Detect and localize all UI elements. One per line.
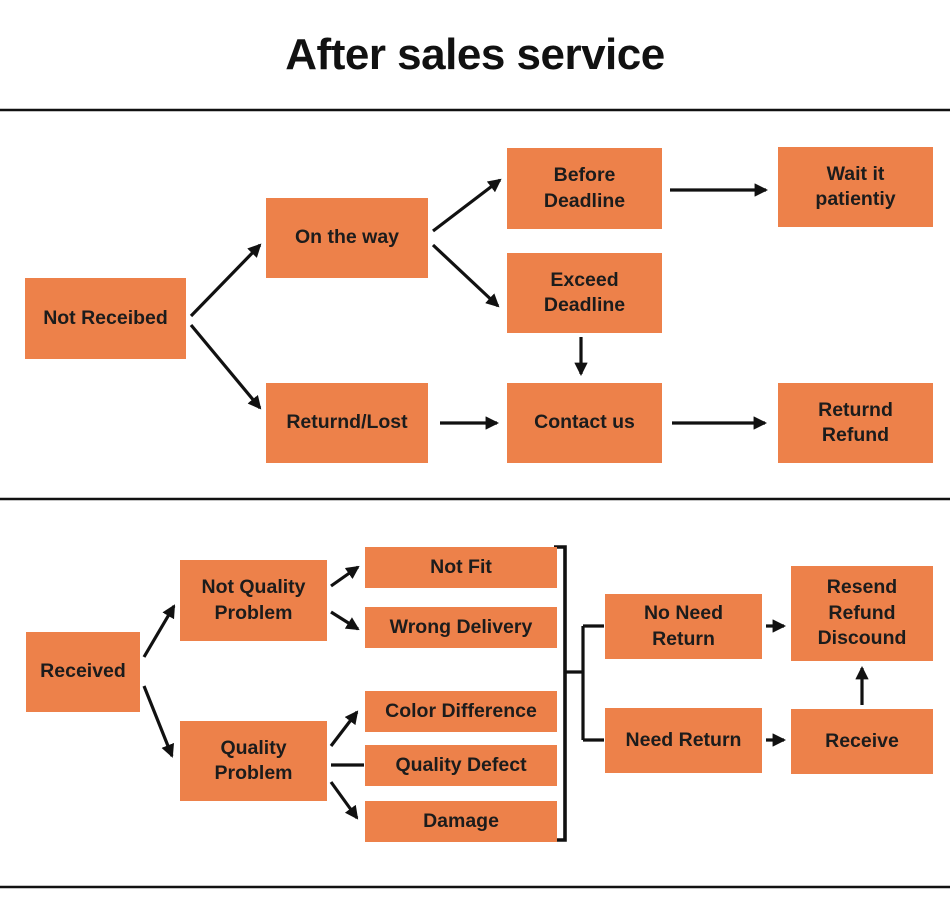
arrow-not-quality-problem-to-wrong-delivery bbox=[330, 610, 360, 631]
arrow-not-quality-problem-to-not-fit bbox=[330, 565, 360, 588]
arrow-on-the-way-to-exceed-deadline bbox=[431, 243, 500, 308]
node-on-the-way: On the way bbox=[266, 198, 428, 278]
node-label: Not Receibed bbox=[43, 306, 168, 329]
node-label: Not Fit bbox=[430, 555, 492, 578]
node-not-fit: Not Fit bbox=[365, 547, 557, 588]
node-received: Received bbox=[26, 632, 140, 712]
node-wait-it-patiently: Wait it patientiy bbox=[778, 147, 933, 227]
node-label: Wait it patientiy bbox=[815, 162, 896, 210]
node-not-received: Not Receibed bbox=[25, 278, 186, 359]
node-no-need-return: No Need Return bbox=[605, 594, 762, 659]
node-label: Received bbox=[40, 660, 126, 683]
arrow-not-received-to-on-the-way bbox=[189, 243, 262, 318]
node-resend-refund-discound: Resend Refund Discound bbox=[791, 566, 933, 661]
node-contact-us: Contact us bbox=[507, 383, 662, 463]
arrow-received-to-quality-problem bbox=[142, 685, 174, 758]
node-color-difference: Color Difference bbox=[365, 691, 557, 732]
arrow-not-received-to-returnd-lost bbox=[189, 323, 262, 410]
node-label: Need Return bbox=[625, 728, 742, 751]
node-label: Color Difference bbox=[385, 699, 537, 722]
node-damage: Damage bbox=[365, 801, 557, 842]
node-label: Not Quality Problem bbox=[201, 576, 306, 624]
node-before-deadline: Before Deadline bbox=[507, 148, 662, 229]
node-label: Contact us bbox=[534, 411, 635, 434]
node-label: Damage bbox=[423, 809, 499, 832]
arrow-quality-problem-to-color-difference bbox=[329, 710, 359, 747]
node-exceed-deadline: Exceed Deadline bbox=[507, 253, 662, 333]
node-returnd-refund: Returnd Refund bbox=[778, 383, 933, 463]
node-need-return: Need Return bbox=[605, 708, 762, 773]
node-label: Receive bbox=[825, 729, 899, 752]
node-quality-defect: Quality Defect bbox=[365, 745, 557, 786]
node-label: Returnd/Lost bbox=[286, 411, 408, 434]
node-receive: Receive bbox=[791, 709, 933, 774]
node-label: Quality Problem bbox=[214, 736, 293, 784]
node-label: Before Deadline bbox=[543, 164, 626, 212]
node-not-quality-problem: Not Quality Problem bbox=[180, 560, 327, 641]
node-label: Returnd Refund bbox=[818, 398, 893, 446]
node-label: Resend Refund Discound bbox=[817, 576, 907, 650]
arrow-received-to-not-quality-problem bbox=[142, 604, 176, 658]
node-quality-problem: Quality Problem bbox=[180, 721, 327, 801]
arrow-quality-problem-to-damage bbox=[329, 781, 359, 820]
node-wrong-delivery: Wrong Delivery bbox=[365, 607, 557, 648]
arrow-on-the-way-to-before-deadline bbox=[432, 178, 502, 233]
node-label: Exceed Deadline bbox=[543, 268, 626, 316]
node-label: No Need Return bbox=[643, 602, 724, 650]
node-returnd-lost: Returnd/Lost bbox=[266, 383, 428, 463]
node-label: Wrong Delivery bbox=[389, 615, 533, 638]
node-label: On the way bbox=[294, 226, 400, 249]
node-label: Quality Defect bbox=[395, 753, 527, 776]
page-title: After sales service bbox=[285, 30, 665, 79]
